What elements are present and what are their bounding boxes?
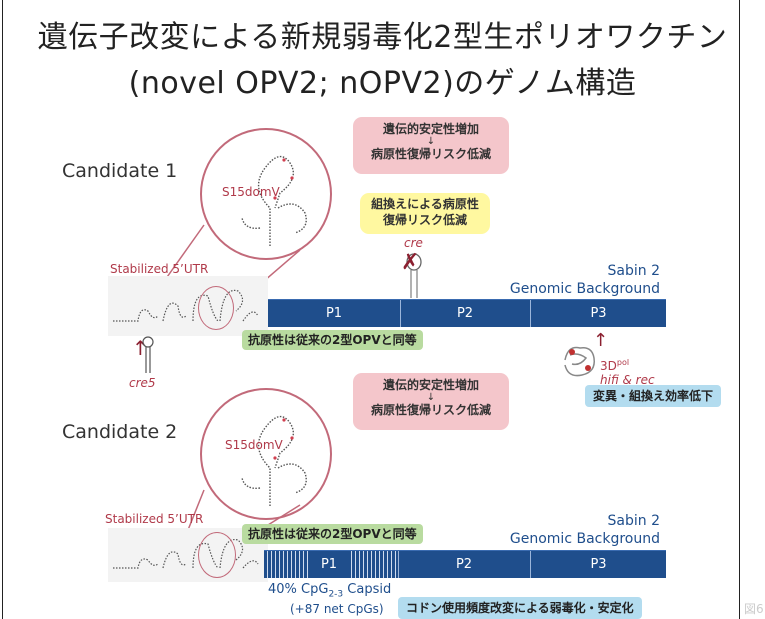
page-title-line2: (novel OPV2; nOPV2)のゲノム構造	[128, 66, 637, 101]
candidate2-segment-sep2	[530, 551, 531, 578]
candidate2-utr-circle	[198, 532, 236, 578]
candidate1-polymerase-main: 3D	[600, 359, 617, 373]
candidate1-utr-label: Stabilized 5’UTR	[110, 262, 209, 276]
candidate1-polymerase-label: 3Dpol	[600, 358, 629, 373]
candidate1-recombination-note: 組換えによる病原性 復帰リスク低減	[360, 193, 490, 234]
candidate2-segment-p3: P3	[590, 557, 607, 572]
candidate1-circle-label: S15domV	[222, 185, 280, 199]
candidate2-background-label: Sabin 2 Genomic Background	[480, 512, 660, 548]
figure-tag: 図6	[744, 602, 764, 616]
candidate2-genome-bar: P1 P2 P3	[264, 550, 666, 578]
frame-right-line	[739, 0, 740, 619]
candidate1-cre-hairpin	[406, 253, 422, 298]
candidate1-label: Candidate 1	[62, 160, 178, 182]
page-title-line1: 遺伝子改変による新規弱毒化2型生ポリオワクチン	[37, 20, 728, 55]
frame-left-line	[2, 0, 3, 619]
candidate2-pink-arrow: ↓	[426, 392, 436, 403]
candidate2-antigenicity-note: 抗原性は従来の2型OPVと同等	[242, 524, 423, 544]
candidate1-segment-p2: P2	[456, 306, 474, 321]
candidate1-polymerase-sub: hifi & rec	[600, 373, 655, 387]
candidate1-segment-sep1	[400, 300, 401, 327]
candidate2-segment-p2: P2	[455, 557, 473, 572]
candidate2-bg-line2: Genomic Background	[509, 531, 660, 547]
candidate2-structure-circle	[200, 388, 332, 520]
candidate2-capsid-label: 40% CpG2-3 Capsid	[268, 582, 391, 600]
candidate2-bg-line1: Sabin 2	[607, 513, 660, 529]
candidate1-bg-line2: Genomic Background	[509, 281, 660, 297]
candidate1-polymerase-arrow: ↑	[593, 330, 609, 351]
candidate1-polymerase-structure-icon	[564, 346, 595, 377]
candidate1-fidelity-note: 変異・組換え効率低下	[585, 385, 722, 407]
candidate1-segment-p1: P1	[325, 306, 343, 321]
candidate2-capsid-sub: 2-3	[328, 589, 344, 600]
candidate2-codon-note: コドン使用頻度改変による弱毒化・安定化	[398, 597, 642, 619]
candidate1-bg-line1: Sabin 2	[607, 263, 660, 279]
candidate2-pink-line2: 病原性復帰リスク低減	[370, 403, 491, 417]
candidate1-segment-p3: P3	[590, 306, 607, 321]
candidate2-pink-line1: 遺伝的安定性増加	[382, 378, 479, 392]
candidate2-utr-drawing	[108, 528, 268, 582]
candidate1-pink-arrow: ↓	[426, 136, 436, 147]
candidate1-utr-drawing	[108, 276, 268, 336]
candidate1-polymerase-sup: pol	[616, 358, 630, 367]
candidate1-cre-cross-icon: ✗	[401, 250, 420, 275]
candidate1-yellow-line2: 復帰リスク低減	[382, 213, 467, 227]
candidate1-stability-note: 遺伝的安定性増加 ↓ 病原性復帰リスク低減	[353, 117, 509, 174]
candidate1-stemloop-drawing	[241, 155, 307, 246]
candidate2-segment-p1: P1	[309, 551, 349, 578]
candidate1-pink-line2: 病原性復帰リスク低減	[370, 147, 491, 161]
candidate1-yellow-line1: 組換えによる病原性	[371, 197, 479, 211]
candidate2-capsid-note: (+87 net CpGs)	[290, 602, 384, 616]
candidate2-segment-sep1	[398, 551, 399, 578]
candidate1-background-label: Sabin 2 Genomic Background	[480, 262, 660, 298]
candidate1-structure-circle	[200, 128, 332, 260]
candidate1-antigenicity-note: 抗原性は従来の2型OPVと同等	[242, 330, 423, 350]
candidate1-utr-circle	[198, 286, 234, 330]
candidate2-label: Candidate 2	[62, 421, 178, 443]
candidate2-capsid-tail: Capsid	[343, 582, 392, 597]
candidate1-genome-bar: P1 P2 P3	[268, 299, 666, 327]
candidate2-stemloop-drawing	[241, 415, 307, 506]
candidate1-cre-label: cre	[404, 236, 423, 250]
candidate2-stability-note: 遺伝的安定性増加 ↓ 病原性復帰リスク低減	[353, 373, 509, 430]
candidate2-capsid-main: 40% CpG	[268, 582, 329, 597]
candidate2-circle-label: S15domV	[225, 438, 283, 452]
candidate1-segment-sep2	[530, 300, 531, 327]
candidate1-cre5-hairpin	[142, 336, 154, 373]
candidate2-utr-label: Stabilized 5’UTR	[105, 512, 204, 526]
candidate1-pink-line1: 遺伝的安定性増加	[382, 122, 479, 136]
candidate1-cre5-arrow: ↑	[132, 336, 149, 360]
candidate1-cre5-label: cre5	[129, 376, 156, 390]
